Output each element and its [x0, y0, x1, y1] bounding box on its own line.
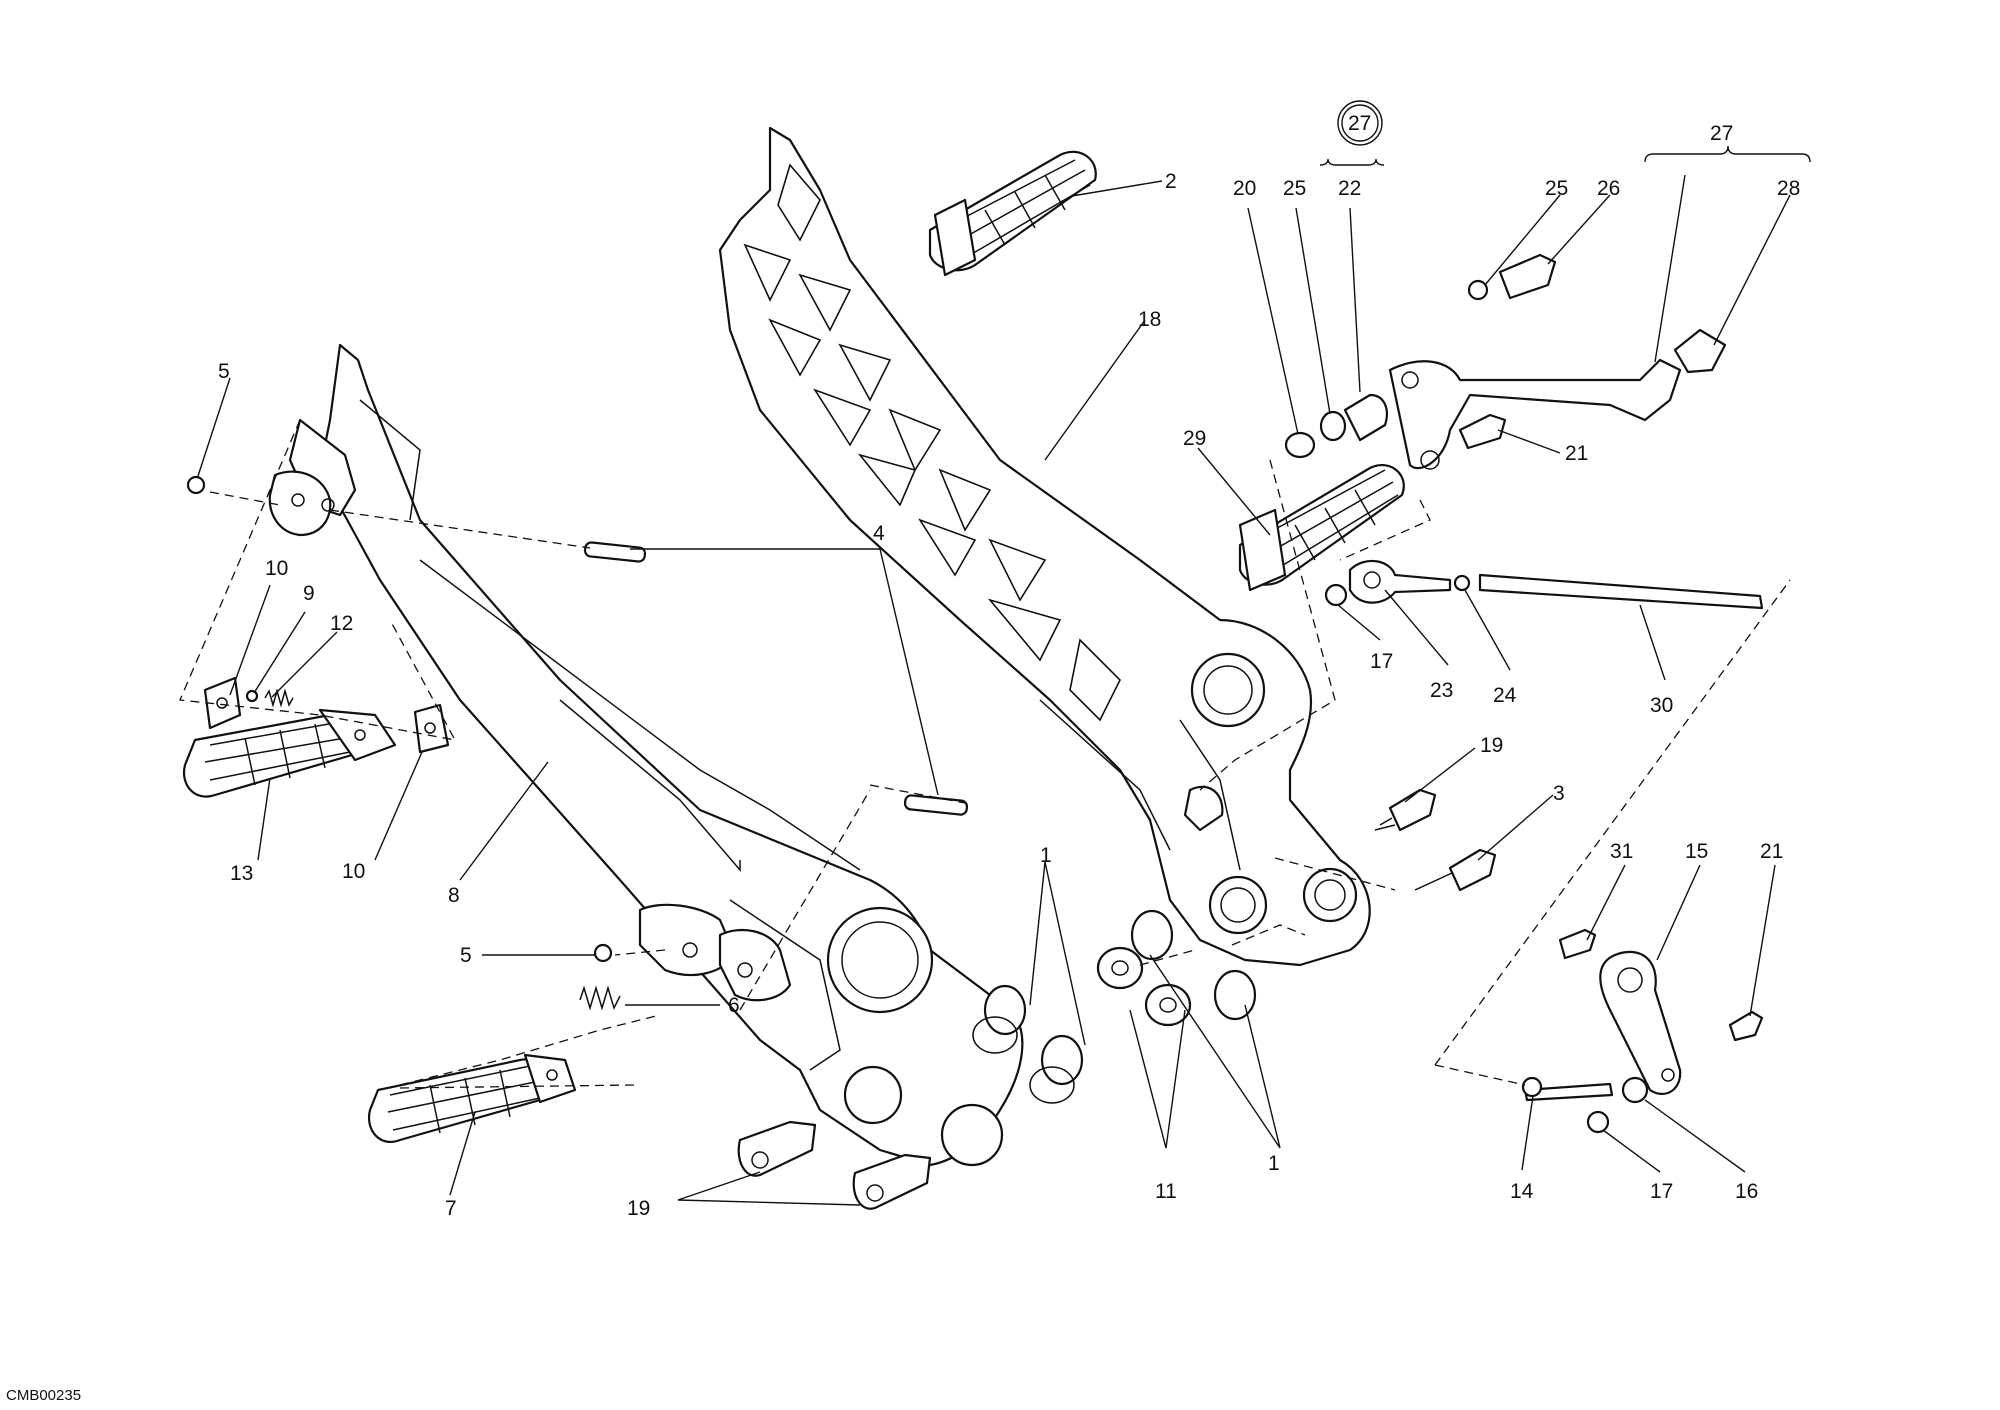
- leader-lines: [197, 145, 1811, 1206]
- callout: 25: [1545, 177, 1568, 200]
- callout: 1: [1040, 844, 1052, 867]
- callout: 31: [1610, 840, 1633, 863]
- callout: 27: [1348, 112, 1371, 135]
- callout: 7: [445, 1197, 457, 1220]
- callout: 28: [1777, 177, 1800, 200]
- assembly-dashed-lines: [179, 419, 1791, 1089]
- circled-label-ring: [1337, 100, 1383, 146]
- callout: 8: [448, 884, 460, 907]
- diagram-code: CMB00235: [6, 1387, 81, 1404]
- callout: 24: [1493, 684, 1517, 707]
- callout: 1: [1268, 1152, 1280, 1175]
- callout: 20: [1233, 177, 1256, 200]
- callout: 2: [1165, 170, 1177, 193]
- callout: 15: [1685, 840, 1708, 863]
- callout: 9: [303, 582, 315, 605]
- callout: 10: [265, 557, 288, 580]
- callout: 19: [627, 1197, 650, 1220]
- callout: 19: [1480, 734, 1503, 757]
- right-bracket: [718, 126, 1371, 967]
- callout: 6: [728, 994, 740, 1017]
- callout: 21: [1565, 442, 1588, 465]
- footpeg-29: [1238, 463, 1405, 592]
- callout: 25: [1283, 177, 1306, 200]
- left-bracket: [268, 343, 1024, 1167]
- footpeg-13: [182, 708, 397, 798]
- callout: 5: [460, 944, 472, 967]
- callout: 3: [1553, 782, 1565, 805]
- callout: 27: [1710, 122, 1733, 145]
- callout: 11: [1155, 1180, 1177, 1203]
- right-small-parts: [1096, 253, 1764, 1134]
- callout: 5: [218, 360, 230, 383]
- callout: 12: [330, 612, 353, 635]
- callout-labels: 1 1 1 2 3 4 5 5 6 7 8 9 10 10 11 12 13 1…: [6, 112, 1800, 1404]
- callout: 16: [1735, 1180, 1758, 1203]
- callout: 18: [1138, 308, 1161, 331]
- callout: 13: [230, 862, 253, 885]
- left-small-parts: [186, 475, 1084, 1210]
- callout: 21: [1760, 840, 1783, 863]
- callout: 17: [1650, 1180, 1673, 1203]
- circled-label-ring-inner: [1341, 104, 1379, 142]
- callout: 22: [1338, 177, 1361, 200]
- callout: 29: [1183, 427, 1206, 450]
- callout: 10: [342, 860, 365, 883]
- callout: 30: [1650, 694, 1673, 717]
- footpeg-7: [367, 1053, 577, 1143]
- callout: 23: [1430, 679, 1453, 702]
- callout: 17: [1370, 650, 1393, 673]
- callout: 14: [1510, 1180, 1534, 1203]
- callout: 4: [873, 522, 885, 545]
- callout: 26: [1597, 177, 1620, 200]
- footpeg-2: [928, 150, 1097, 277]
